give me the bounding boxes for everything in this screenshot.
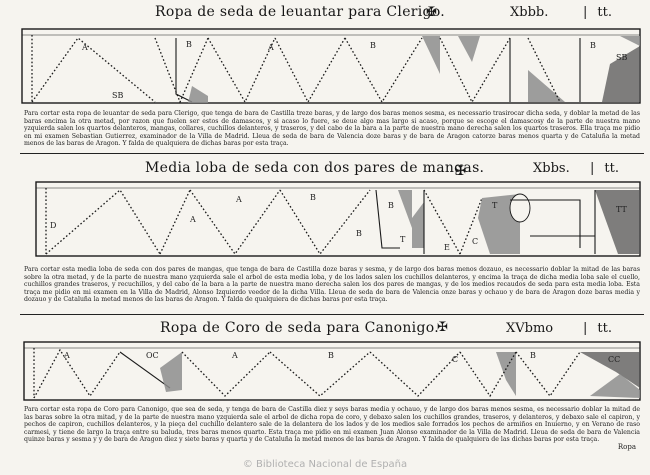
diagram-2-label-b1: B <box>310 193 316 202</box>
diagram-3-label-a2: A <box>231 351 238 360</box>
diagram-2-label-tt: TT <box>616 205 627 214</box>
diagram-1-label-a2: A <box>267 43 274 52</box>
section-3-code: XVbmo <box>506 321 554 336</box>
diagram-1-label-sb1: SB <box>112 91 123 100</box>
diagram-2-label-t1: T <box>400 235 406 244</box>
diagram-2-label-t2: T <box>492 201 498 210</box>
diagram-3-label-cc: CC <box>608 355 620 364</box>
diagram-3-label-c: C <box>452 355 458 364</box>
section-3-title: Ropa de Coro de seda para Canonigo. <box>160 320 439 336</box>
diagram-1-label-sb2: SB <box>616 53 627 62</box>
divider-1 <box>20 153 644 154</box>
diagram-3-label-b2: B <box>530 351 536 360</box>
diagram-3-label-a1: A <box>63 351 70 360</box>
divider-2 <box>20 314 644 315</box>
library-credit: © Biblioteca Nacional de España <box>242 459 408 470</box>
section-3-text: Para cortar esta ropa de Coro para Canon… <box>24 406 640 444</box>
catchword: Ropa <box>617 443 636 451</box>
section-1-code: Xbbb. <box>510 5 549 20</box>
section-3-page-mark: |tt. <box>583 321 612 336</box>
section-3-pattern-diagram: A OC A B C B CC <box>23 341 641 401</box>
diagram-2-label-b2: B <box>388 201 394 210</box>
diagram-3-label-b1: B <box>328 351 334 360</box>
section-1-text: Para cortar esta ropa de leuantar de sed… <box>24 110 640 148</box>
section-2-title: Media loba de seda con dos pares de mang… <box>145 160 485 176</box>
diagram-1-label-a: A <box>81 43 88 52</box>
section-2-text: Para cortar esta media loba de seda con … <box>24 266 640 304</box>
cross-ornament-3: ✠ <box>437 320 448 335</box>
diagram-2-label-d: D <box>50 221 56 230</box>
diagram-2-label-a1: A <box>235 195 242 204</box>
diagram-2-label-c: C <box>472 237 478 246</box>
section-2-page-mark: |tt. <box>590 161 619 176</box>
section-1-page-mark: |tt. <box>583 5 612 20</box>
diagram-2-label-a2: A <box>189 215 196 224</box>
cross-ornament-2: ✠ <box>455 164 466 179</box>
diagram-1-label-b3: B <box>590 41 596 50</box>
diagram-1-label-b2: B <box>370 41 376 50</box>
section-2-code: Xbbs. <box>533 161 570 176</box>
section-1-title: Ropa de seda de leuantar para Clerigo. <box>155 4 446 20</box>
diagram-1-label-b1: B <box>186 40 192 49</box>
diagram-2-label-b3: B <box>356 229 362 238</box>
cross-ornament-1: ✠ <box>426 5 437 20</box>
section-2-pattern-diagram: A B A B B T E C T D TT <box>35 181 641 257</box>
section-1-pattern-diagram: A B A B B SB SB <box>21 28 641 104</box>
diagram-2-label-e: E <box>444 243 450 252</box>
diagram-3-label-oc: OC <box>146 351 159 360</box>
